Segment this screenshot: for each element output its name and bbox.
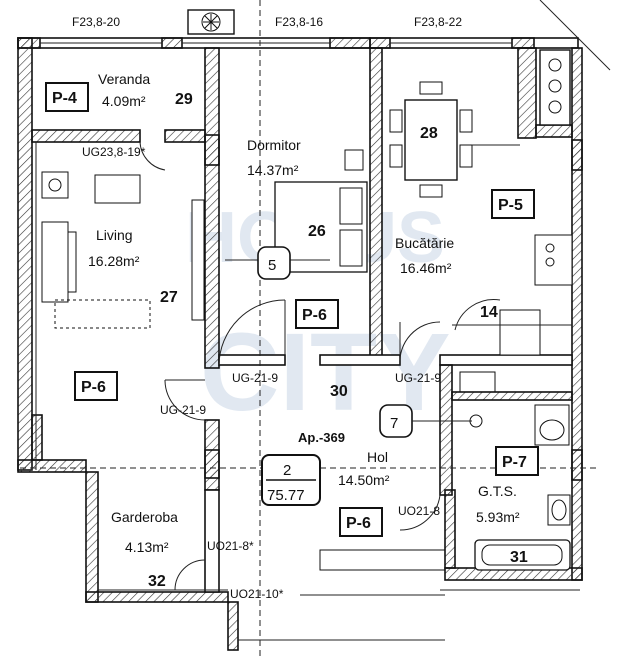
room-living-number: 27 <box>160 289 178 306</box>
room-gts-name: G.T.S. <box>478 483 517 499</box>
room-dormitor-name: Dormitor <box>247 137 301 153</box>
door-code-garderoba: UO21-8* <box>207 539 254 553</box>
toilet-icon <box>534 404 570 446</box>
tag-p4: P-4 <box>52 90 77 107</box>
tag-p7-box <box>495 446 539 476</box>
door-code-bucatarie: UG-21-9 <box>395 371 441 385</box>
tag-p4-box <box>45 82 89 112</box>
marker-5-box <box>257 246 291 280</box>
tag-p6-living-box <box>74 371 118 401</box>
room-hol-name: Hol <box>367 449 388 465</box>
sink-icon <box>459 371 571 526</box>
room-veranda-area: 4.09m² <box>102 93 146 109</box>
tag-p5-box <box>491 189 535 219</box>
tag-p6-living: P-6 <box>81 379 106 396</box>
room-living-area: 16.28m² <box>88 253 140 269</box>
marker-14: 14 <box>480 304 498 321</box>
room-dormitor-number: 26 <box>308 223 326 240</box>
window-code-2: F23,8-16 <box>275 15 323 29</box>
room-veranda-number: 29 <box>175 91 193 108</box>
windows <box>35 0 611 641</box>
room-bucatarie-name: Bucătărie <box>395 235 454 251</box>
marker-5: 5 <box>268 257 276 274</box>
ventilation-fan-icon <box>187 9 235 35</box>
room-veranda-name: Veranda <box>98 71 150 87</box>
bathtub-icon <box>474 539 571 571</box>
room-garderoba-area: 4.13m² <box>125 539 169 555</box>
door-code-entrance: UO21-10* <box>230 587 284 601</box>
window-code-3: F23,8-22 <box>414 15 462 29</box>
tag-p6-dormitor-box <box>295 299 339 329</box>
door-code-dormitor: UG-21-9 <box>232 371 278 385</box>
room-garderoba-number: 32 <box>148 573 166 590</box>
tag-p5: P-5 <box>498 197 523 214</box>
stove-icon <box>539 49 571 126</box>
room-living-name: Living <box>96 227 133 243</box>
dining-table-icon <box>389 81 520 198</box>
room-bucatarie-area: 16.46m² <box>400 260 452 276</box>
room-gts-area: 5.93m² <box>476 509 520 525</box>
tag-p6-hol-box <box>339 507 383 537</box>
door-code-living: UG23,8-19* <box>82 145 146 159</box>
tag-p6-dormitor: P-6 <box>302 307 327 324</box>
tag-p6-hol: P-6 <box>346 515 371 532</box>
doors <box>139 141 501 596</box>
room-hol-number: 30 <box>330 383 348 400</box>
interior-walls <box>31 47 583 593</box>
door-code-hol: UG-21-9 <box>160 403 206 417</box>
apartment-label: Ap.-369 <box>298 430 345 445</box>
room-garderoba-name: Garderoba <box>111 509 178 525</box>
tag-p7: P-7 <box>502 454 527 471</box>
room-dormitor-area: 14.37m² <box>247 162 299 178</box>
window-code-1: F23,8-20 <box>72 15 120 29</box>
sofa-icon <box>41 171 205 329</box>
room-hol-area: 14.50m² <box>338 472 390 488</box>
apartment-total-area: 75.77 <box>267 487 305 504</box>
door-code-gts: UO21-8 <box>398 504 440 518</box>
room-gts-number: 31 <box>510 549 528 566</box>
kitchen-counter-icon <box>452 234 573 356</box>
room-bucatarie-number: 28 <box>420 125 438 142</box>
marker-7: 7 <box>390 415 398 432</box>
apartment-number: 2 <box>283 462 291 479</box>
